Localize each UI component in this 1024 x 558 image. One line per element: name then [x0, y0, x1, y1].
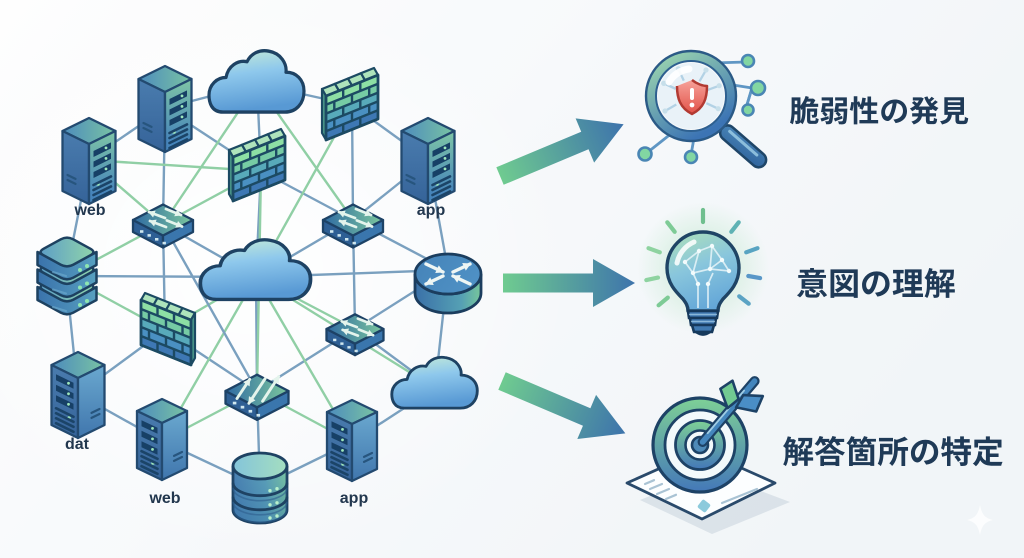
svg-text:web: web: [148, 490, 180, 507]
svg-text:app: app: [340, 490, 369, 507]
svg-text:app: app: [417, 202, 446, 219]
svg-text:dat: dat: [65, 436, 90, 453]
svg-text:web: web: [73, 202, 105, 219]
